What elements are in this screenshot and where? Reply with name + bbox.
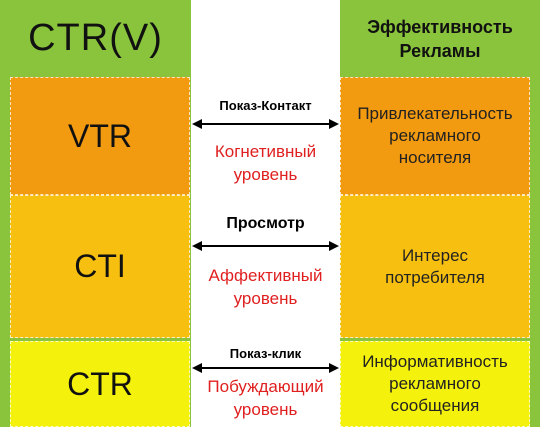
- effect-cell-1: Привлекательность рекламного носителя: [340, 77, 530, 195]
- metric-cell-cti: CTI: [10, 195, 190, 338]
- left-header-title: CTR(V): [28, 17, 163, 59]
- effect-line: Привлекательность: [357, 104, 513, 123]
- double-arrow-icon: [192, 363, 339, 373]
- relation-label-3: Показ-клик: [229, 346, 302, 361]
- effect-line: рекламного: [389, 126, 481, 145]
- level-label-1: Когнетивный уровень: [214, 142, 317, 184]
- metric-label: CTR: [67, 365, 133, 402]
- level-label-3: Побуждающий уровень: [207, 377, 324, 419]
- metric-cell-ctr: CTR: [10, 341, 190, 427]
- effect-line: носителя: [398, 148, 472, 167]
- right-header-title: Эффективность Рекламы: [340, 0, 540, 77]
- double-arrow-icon: [192, 241, 339, 251]
- metric-cell-vtr: VTR: [10, 77, 190, 195]
- effect-cell-2: Интерес потребителя: [340, 195, 530, 338]
- double-arrow-icon: [192, 119, 339, 129]
- effect-cell-3: Информативность рекламного сообщения: [340, 341, 530, 427]
- effect-line: рекламного: [389, 374, 481, 393]
- relation-label-1: Показ-Контакт: [219, 98, 312, 113]
- effect-line: Информативность: [362, 352, 508, 371]
- level-label-2: Аффективный уровень: [208, 266, 323, 308]
- effect-line: сообщения: [390, 396, 480, 415]
- effect-line: потребителя: [385, 267, 485, 287]
- middle-column: [191, 0, 340, 427]
- right-header-line-2: Рекламы: [399, 40, 481, 61]
- relation-label-2: Просмотр: [226, 215, 305, 232]
- metric-label: VTR: [68, 117, 132, 154]
- right-header-line-1: Эффективность: [367, 16, 513, 37]
- metric-label: CTI: [74, 248, 126, 284]
- effect-line: Интерес: [401, 245, 469, 265]
